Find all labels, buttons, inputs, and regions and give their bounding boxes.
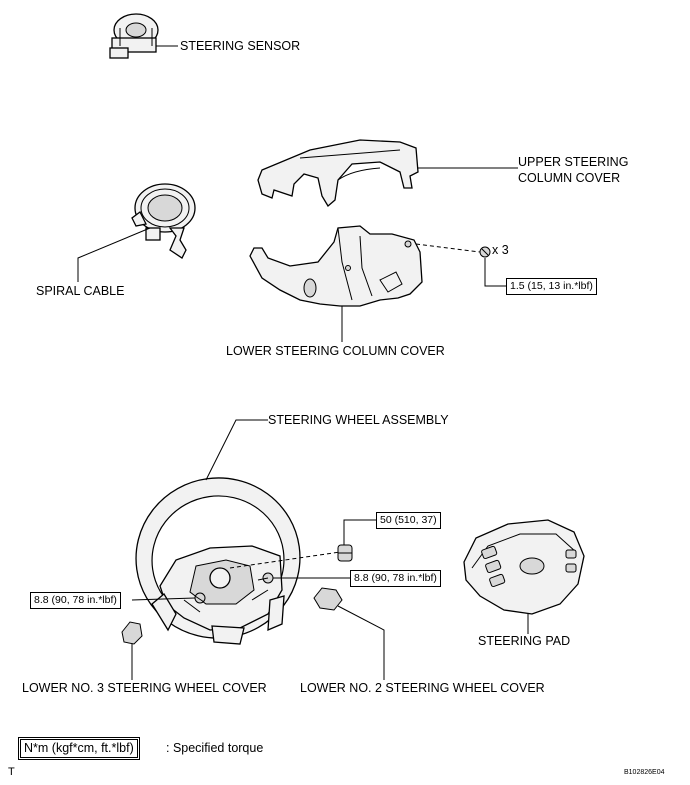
lower-column-cover-label: LOWER STEERING COLUMN COVER <box>226 344 445 358</box>
left-screw-leader <box>131 597 196 601</box>
steering-wheel-assembly-label: STEERING WHEEL ASSEMBLY <box>268 413 449 427</box>
steering-sensor-label: STEERING SENSOR <box>180 39 301 53</box>
steering-sensor-drawing <box>109 13 159 59</box>
column-screw-dashline <box>415 243 481 253</box>
wheel-nut-leader <box>343 519 376 545</box>
screw-quantity-label: x 3 <box>492 243 509 257</box>
lower-no2-leader <box>337 605 385 680</box>
upper-cover-label-line1: UPPER STEERING <box>518 155 629 169</box>
torque-legend-unit: N*m (kgf*cm, ft.*lbf) <box>18 737 140 760</box>
spiral-cable-label: SPIRAL CABLE <box>36 284 125 298</box>
left-pad-screw-torque: 8.8 (90, 78 in.*lbf) <box>30 592 121 609</box>
upper-column-cover-drawing <box>257 139 419 207</box>
figure-id: B102826E04 <box>624 769 665 776</box>
lower-no2-cover-label: LOWER NO. 2 STEERING WHEEL COVER <box>300 681 545 695</box>
steering-pad-label: STEERING PAD <box>478 634 571 648</box>
wheel-nut-drawing <box>337 544 353 562</box>
steering-wheel-drawing <box>135 477 301 645</box>
lower-no2-cover-drawing <box>313 587 343 611</box>
spiral-cable-drawing <box>131 183 196 259</box>
column-screw-leader <box>484 258 506 287</box>
lower-no3-cover-label: LOWER NO. 3 STEERING WHEEL COVER <box>22 681 267 695</box>
lower-no3-cover-drawing <box>121 621 143 645</box>
wheel-nut-dashline <box>229 551 341 569</box>
right-pad-screw-torque: 8.8 (90, 78 in.*lbf) <box>350 570 441 587</box>
lower-column-cover-drawing <box>249 225 423 307</box>
right-pad-screw-drawing <box>257 572 274 584</box>
column-screw-drawing <box>479 246 491 258</box>
left-pad-screw-drawing <box>194 592 206 604</box>
corner-letter: T <box>8 766 15 778</box>
column-screw-torque: 1.5 (15, 13 in.*lbf) <box>506 278 597 295</box>
wheel-assembly-leader <box>205 419 268 481</box>
upper-cover-label-line2: COLUMN COVER <box>518 171 621 185</box>
torque-legend-meaning: : Specified torque <box>166 741 264 755</box>
wheel-nut-torque: 50 (510, 37) <box>376 512 441 529</box>
steering-pad-drawing <box>463 519 585 615</box>
spiral-cable-leader <box>77 227 151 282</box>
